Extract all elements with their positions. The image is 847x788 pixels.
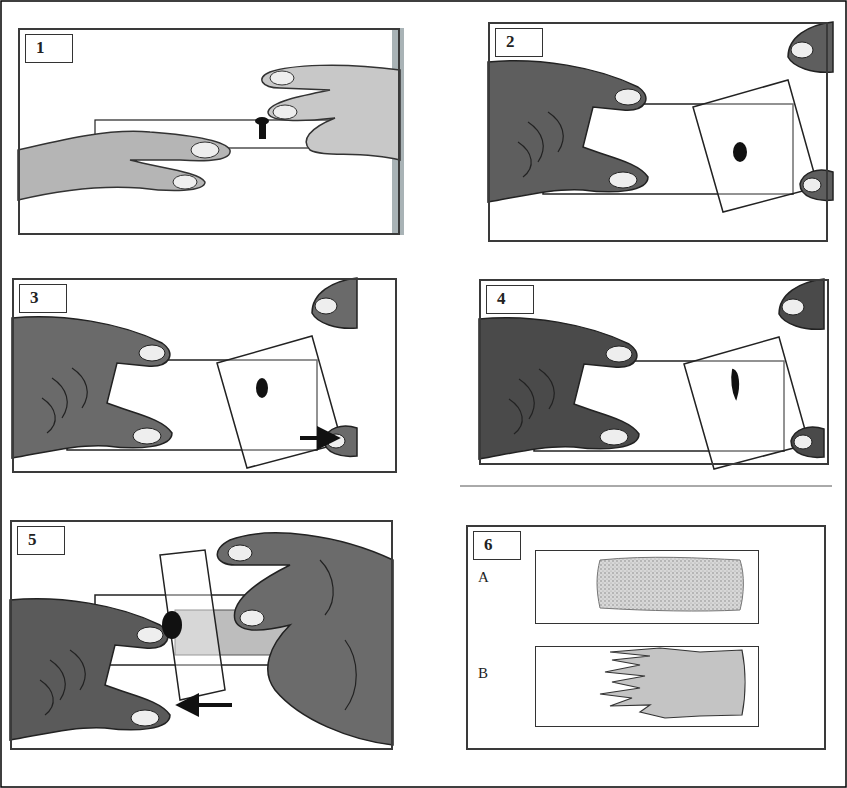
finger-nail	[191, 142, 219, 158]
step-number: 2	[495, 28, 543, 57]
finger-nail	[173, 175, 197, 189]
step-6-results	[597, 557, 745, 718]
hand-slide-spreader	[479, 279, 824, 469]
right-hand	[217, 533, 393, 745]
slide-letter: A	[478, 569, 489, 586]
slide-letter: B	[478, 665, 488, 682]
finger-nail	[270, 71, 294, 85]
step-panel: 5	[10, 520, 393, 750]
step-2-place-spreader	[488, 22, 833, 212]
spread-blood	[732, 370, 738, 398]
finger-nail	[228, 545, 252, 561]
step-panel: 1	[18, 28, 400, 235]
left-hand	[18, 131, 230, 200]
finger-nail	[273, 105, 297, 119]
spreader-slide	[160, 550, 225, 700]
step-panel: 6AB	[466, 525, 826, 750]
step-3-pull-back	[12, 278, 357, 468]
blood-drop	[162, 611, 182, 639]
blood-drop	[733, 142, 747, 162]
hand-slide-spreader	[488, 22, 833, 212]
left-hand	[10, 599, 170, 740]
step-number: 6	[473, 531, 521, 560]
finger-nail	[240, 610, 264, 626]
right-hand	[262, 65, 400, 160]
step-panel: 2	[488, 22, 828, 242]
direction-arrow	[180, 703, 232, 707]
step-panel: 4	[479, 279, 829, 465]
blood-drop	[255, 117, 269, 125]
hand-outline	[320, 560, 356, 710]
blood-drop	[256, 378, 268, 398]
step-number: 3	[19, 284, 67, 313]
step-panel: 3	[12, 278, 397, 473]
step-1-prick	[18, 28, 404, 235]
separator-line	[460, 486, 832, 487]
hand-slide-spreader	[12, 278, 357, 468]
step-number: 5	[17, 526, 65, 555]
result-slide: A	[535, 550, 759, 624]
bad-smear	[600, 648, 745, 718]
good-smear	[597, 557, 743, 611]
step-number: 1	[25, 34, 73, 63]
step-5-push-smear	[10, 533, 393, 745]
result-slide: B	[535, 646, 759, 727]
step-number: 4	[486, 285, 534, 314]
step-4-spread-drop	[460, 279, 832, 486]
direction-arrow	[300, 436, 336, 440]
